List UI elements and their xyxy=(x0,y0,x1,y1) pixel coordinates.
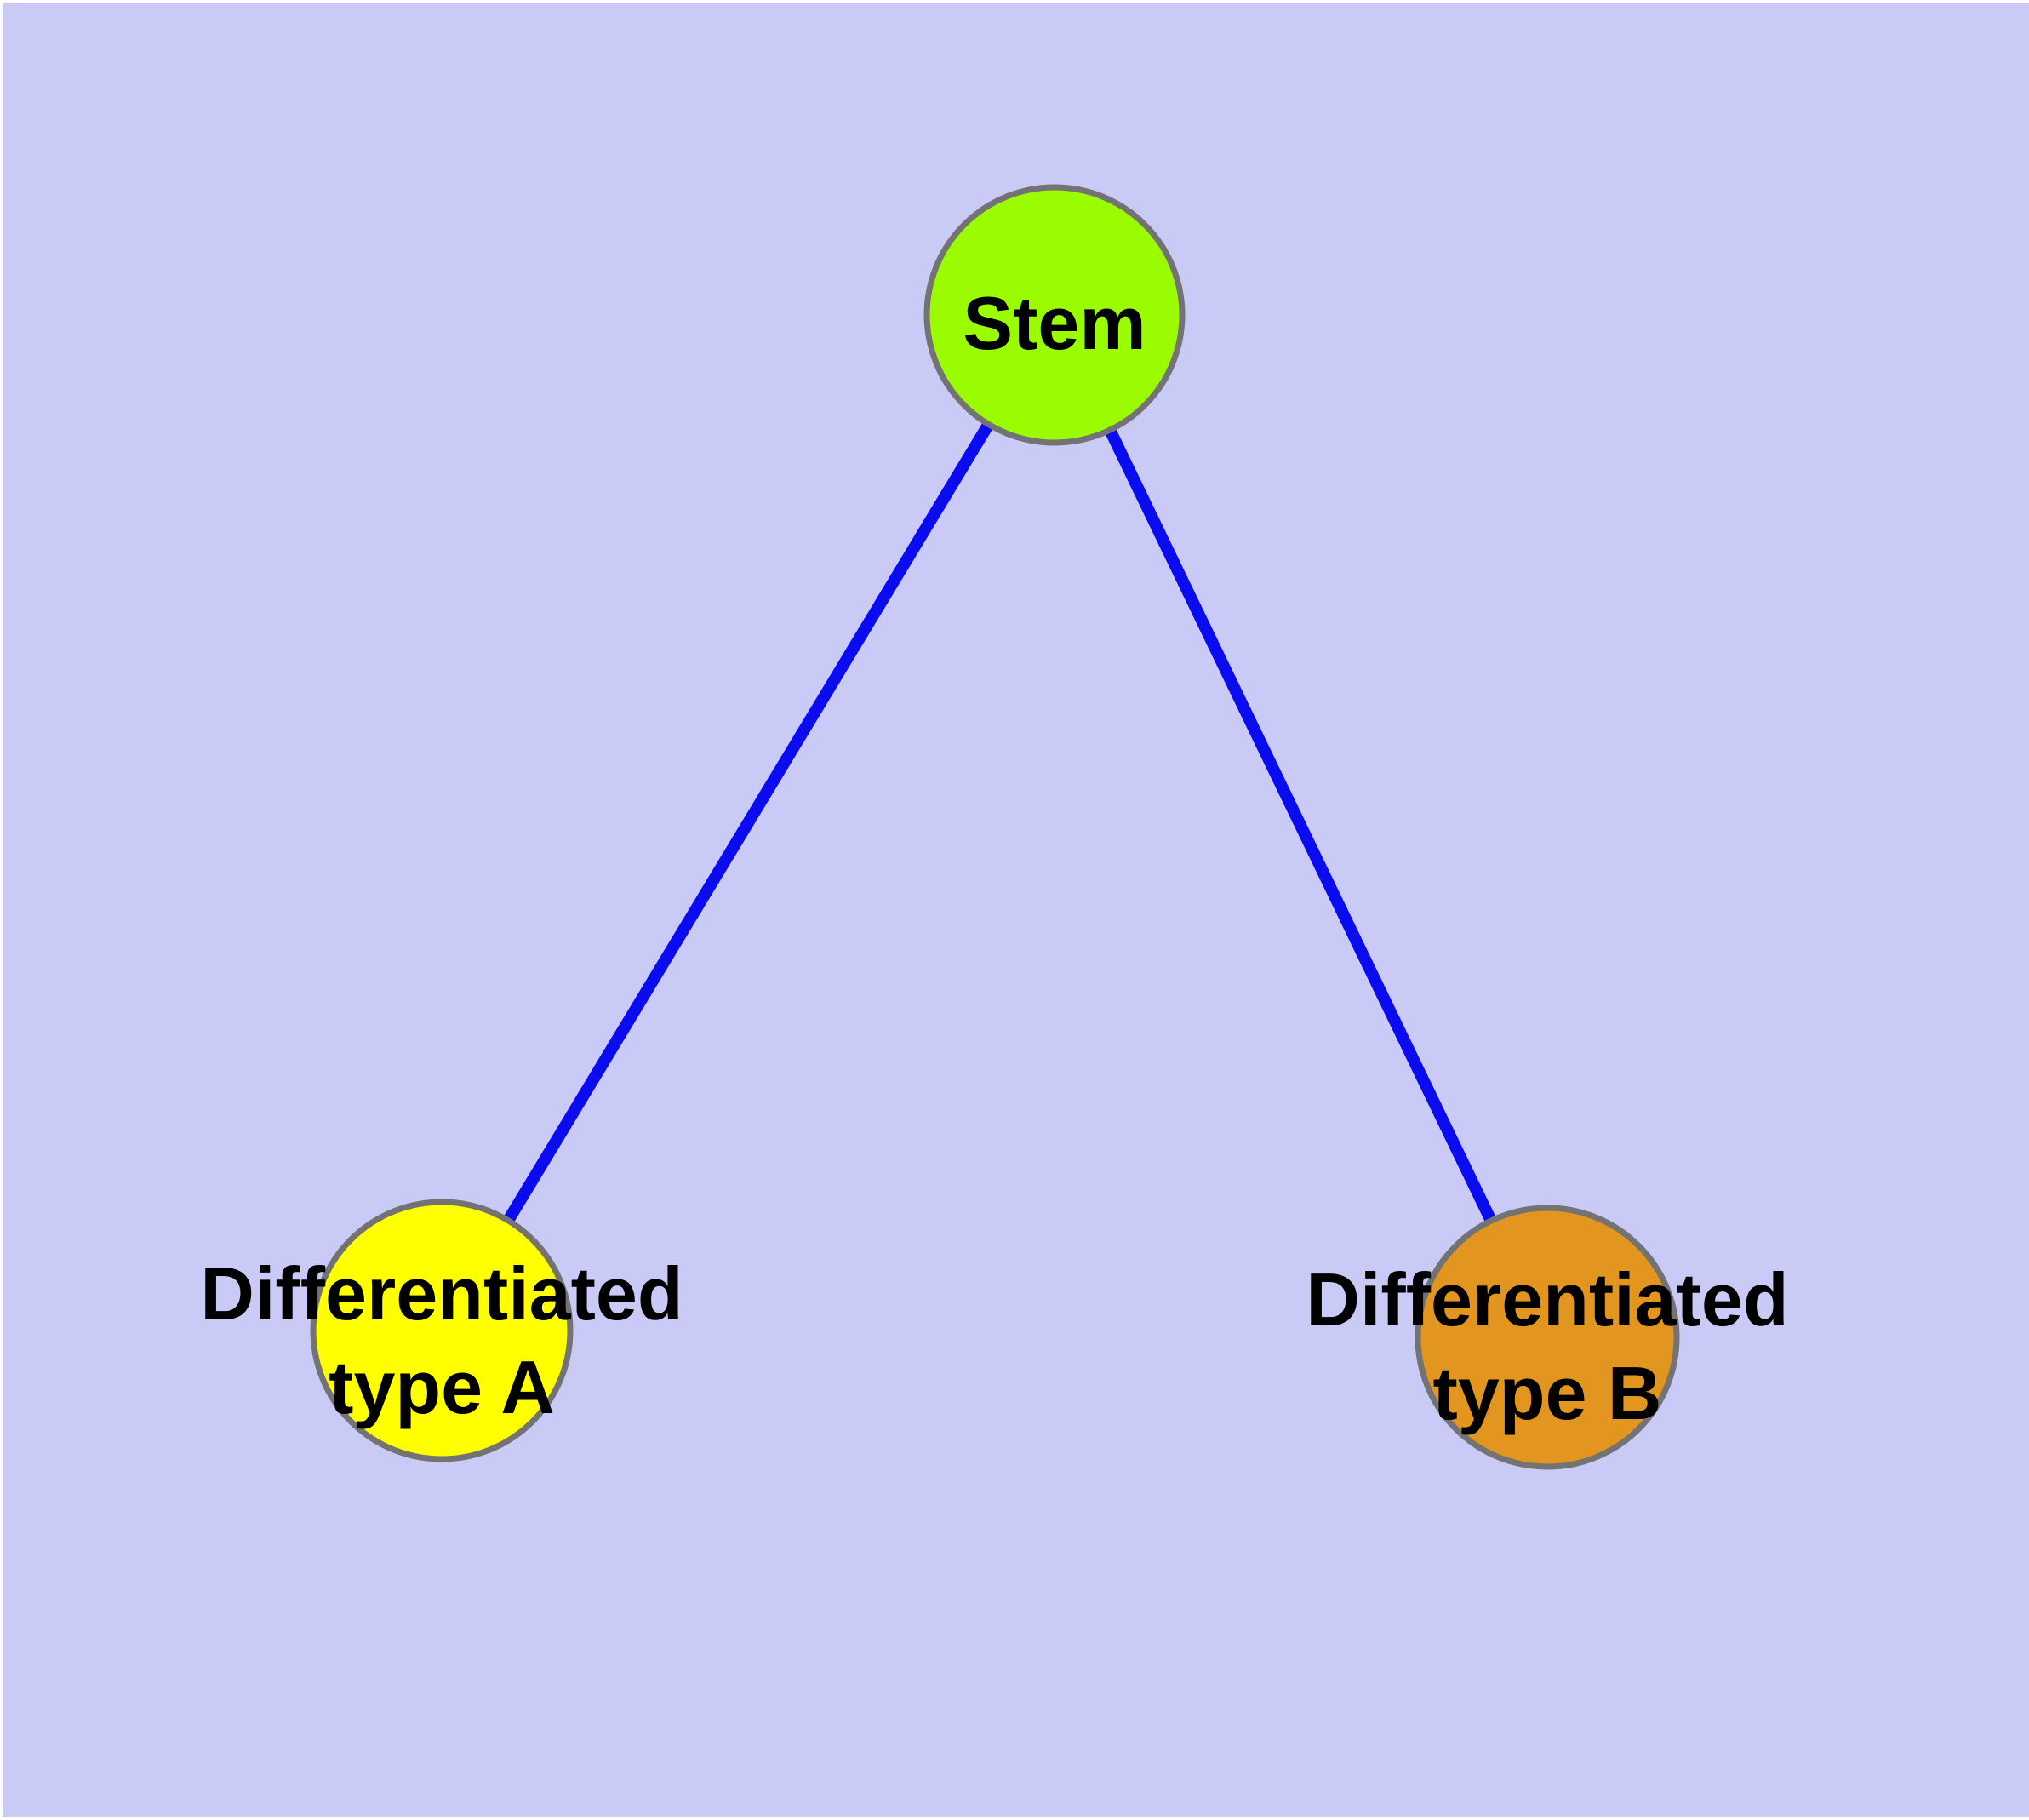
node-stem-circle xyxy=(923,184,1186,446)
edge-stem-to-type-a xyxy=(437,312,1060,1334)
node-type-a-label-line1: Differentiated xyxy=(200,1251,683,1336)
edge-stem-to-type-b xyxy=(1049,312,1553,1341)
node-type-b-label-line1: Differentiated xyxy=(1306,1257,1788,1342)
node-type-b-label-line2: type B xyxy=(1433,1351,1662,1435)
node-type-a-circle xyxy=(310,1199,574,1462)
node-stem-label: Stem xyxy=(963,281,1146,365)
node-type-a-label-line2: type A xyxy=(329,1345,555,1429)
node-type-b-circle xyxy=(1415,1205,1680,1470)
